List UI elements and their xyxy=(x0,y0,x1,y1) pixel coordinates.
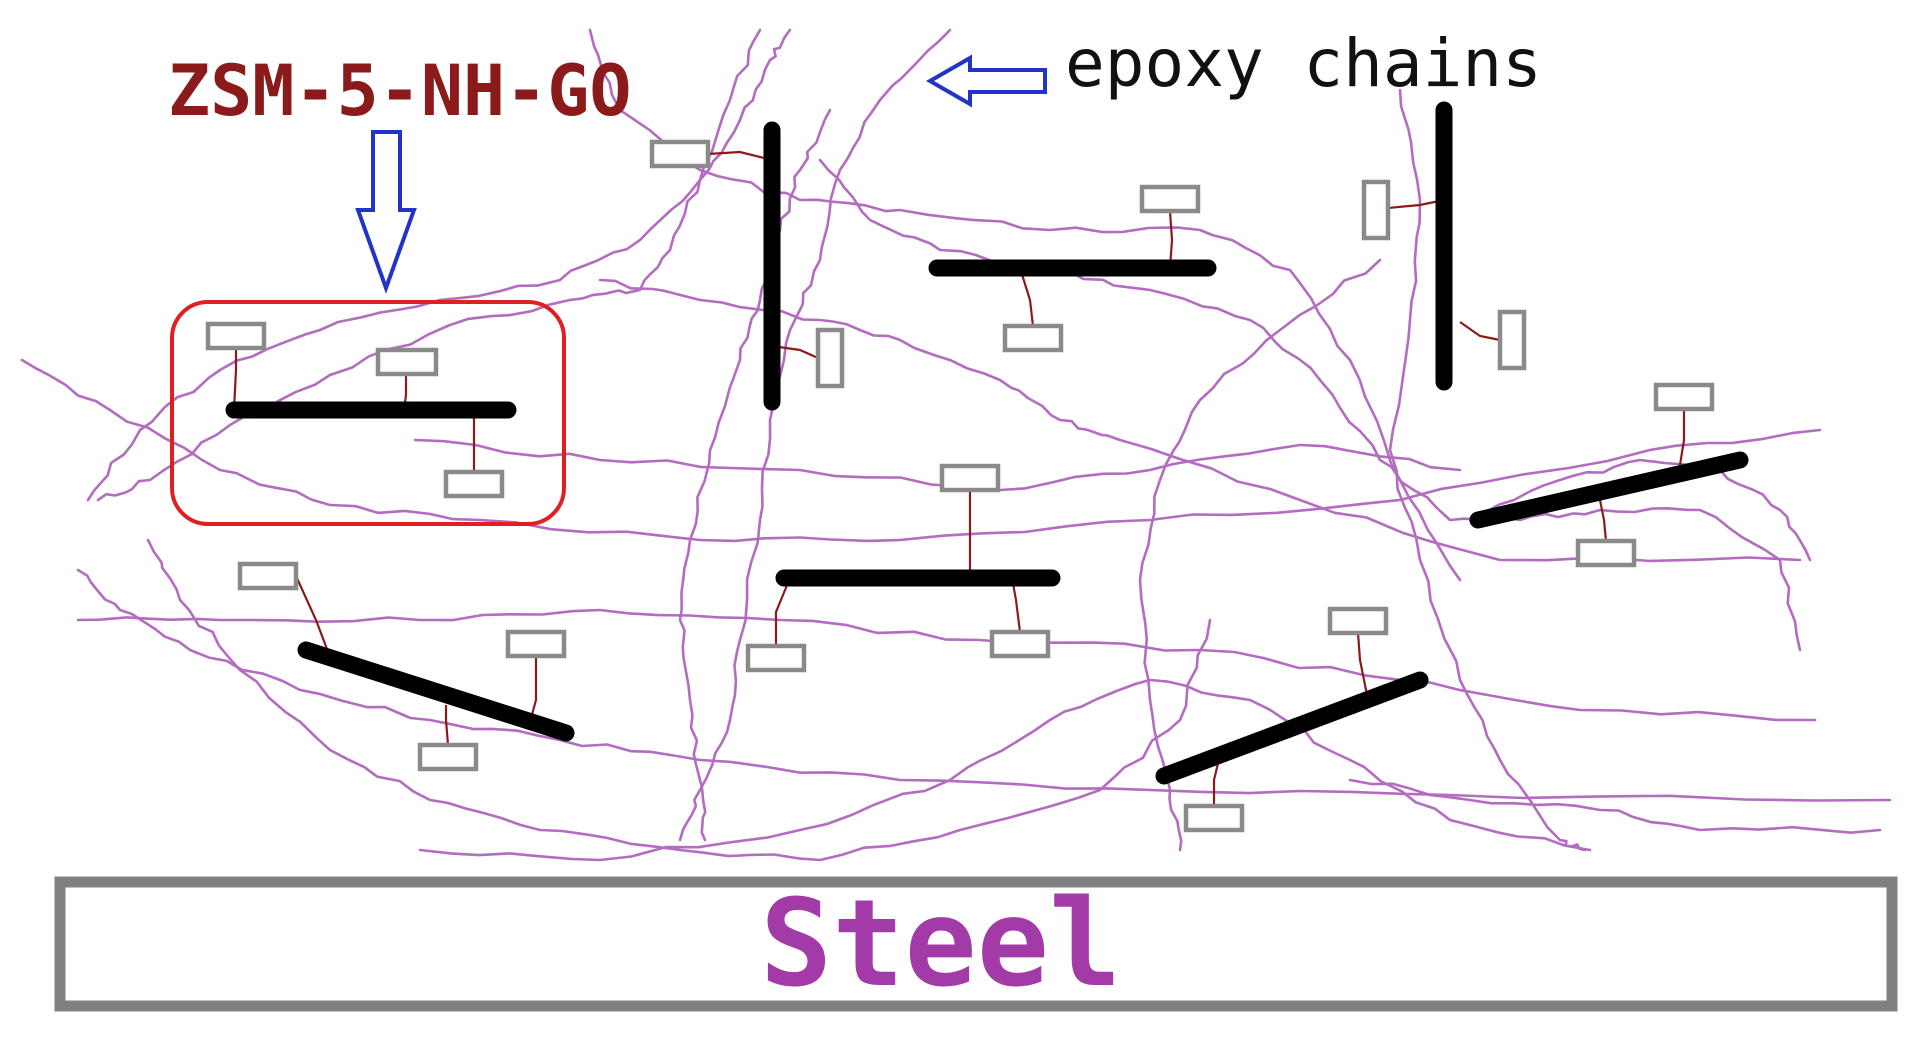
composite-unit xyxy=(205,321,517,499)
zeolite-particle xyxy=(443,469,505,499)
zeolite-particle xyxy=(1327,606,1389,636)
epoxy-chain xyxy=(413,438,1462,492)
epoxy-chain xyxy=(76,568,1892,802)
amine-linker xyxy=(771,344,819,360)
amine-linker xyxy=(528,656,538,723)
composite-unit xyxy=(928,184,1217,353)
zeolite-particle xyxy=(815,327,845,389)
amine-linker xyxy=(707,150,773,162)
epoxy-chain xyxy=(1348,778,1882,834)
zeolite-particle xyxy=(649,139,711,169)
graphene-oxide-sheet xyxy=(1469,451,1749,529)
amine-linker xyxy=(1598,499,1608,542)
zeolite-particle xyxy=(417,742,479,772)
epoxy-chain xyxy=(146,538,1212,862)
zeolite-particle xyxy=(1497,309,1527,371)
amine-linker xyxy=(1459,321,1501,342)
zeolite-particle xyxy=(1002,323,1064,353)
composite-unit xyxy=(1361,101,1527,391)
zeolite-particle xyxy=(1139,184,1201,214)
zeolite-particle xyxy=(989,629,1051,659)
amine-linker xyxy=(1168,210,1174,269)
left-arrow-icon xyxy=(925,54,1047,108)
zeolite-particle xyxy=(237,561,299,591)
zeolite-particle xyxy=(745,643,807,673)
zeolite-particle xyxy=(1361,179,1391,241)
composite-unit xyxy=(745,463,1061,673)
amine-linker xyxy=(1356,632,1370,701)
epoxy-chain xyxy=(86,28,792,502)
zeolite-particle xyxy=(939,463,1001,493)
amine-linker xyxy=(1018,267,1035,327)
steel-label: Steel xyxy=(760,875,1121,1014)
down-arrow-icon xyxy=(355,130,417,294)
epoxy-chain xyxy=(20,358,1822,543)
zeolite-particle xyxy=(1575,538,1637,568)
zsm-label: ZSM-5-NH-GO xyxy=(168,50,632,132)
epoxy-label: epoxy chains xyxy=(1065,25,1542,102)
epoxy-chains xyxy=(20,28,1892,862)
graphene-oxide-sheet xyxy=(297,641,575,742)
composite-unit xyxy=(649,121,845,411)
epoxy-chain xyxy=(1138,258,1382,852)
epoxy-chain xyxy=(96,28,762,502)
composite-unit xyxy=(237,561,575,772)
zeolite-particle xyxy=(205,321,267,351)
graphene-oxide-sheet xyxy=(1155,671,1429,785)
epoxy-chain xyxy=(818,158,1802,652)
amine-linker xyxy=(294,575,332,658)
amine-linker xyxy=(774,577,792,646)
steel-substrate xyxy=(54,876,1898,1012)
epoxy-chain xyxy=(678,108,832,842)
amine-linker xyxy=(1678,409,1686,466)
highlight-box xyxy=(170,300,566,526)
epoxy-chain xyxy=(588,28,1462,582)
amine-linker xyxy=(444,705,450,746)
composite-units xyxy=(205,101,1749,833)
composite-unit xyxy=(1155,606,1429,833)
epoxy-chain xyxy=(678,28,952,842)
zeolite-particle xyxy=(1653,382,1715,412)
zeolite-particle xyxy=(375,347,439,377)
epoxy-chain xyxy=(418,678,1592,862)
epoxy-chain xyxy=(1388,88,1587,852)
composite-unit xyxy=(1469,382,1749,568)
zeolite-particle xyxy=(505,629,567,659)
zeolite-particle xyxy=(1183,803,1245,833)
amine-linker xyxy=(232,348,238,411)
epoxy-chain xyxy=(598,278,1802,563)
